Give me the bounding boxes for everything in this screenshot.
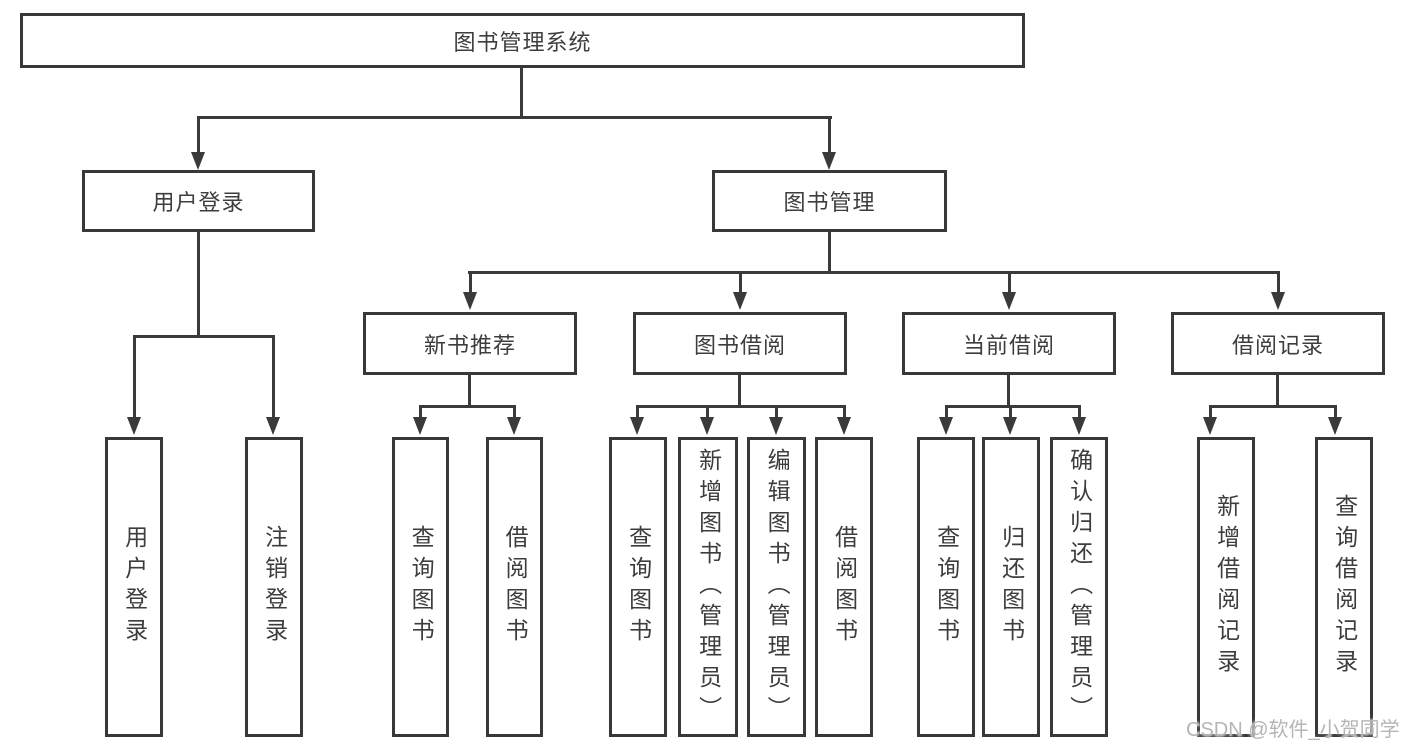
connector-bookmgmt-hline (468, 271, 1280, 274)
node-user-login-label: 用户登录 (152, 190, 245, 215)
node-new-book-rec: 新书推荐 (363, 312, 577, 375)
node-leaf-query-book-2: 查询图书 (609, 437, 667, 737)
node-book-mgmt-label: 图书管理 (783, 190, 876, 215)
connector-bookborrow-vline (738, 373, 741, 407)
node-leaf-confirm-return: 确认归还（管理员） (1050, 437, 1108, 737)
connector-leaf-borrow2-stub (843, 405, 846, 417)
connector-leaf-query1-stub (419, 405, 422, 417)
connector-borrowrecords-stub (1277, 271, 1280, 292)
connector-leaf-editbook-stub (775, 405, 778, 417)
arrow-to-leaf-query-record (1328, 417, 1342, 435)
node-leaf-borrow-book-2: 借阅图书 (815, 437, 873, 737)
node-new-book-rec-label: 新书推荐 (423, 332, 516, 358)
node-leaf-add-record: 新增借阅记录 (1197, 437, 1255, 737)
arrow-to-new-book-rec (463, 292, 477, 310)
connector-bookborrow-hline (636, 405, 845, 408)
node-current-borrow: 当前借阅 (902, 312, 1116, 375)
arrow-to-leaf-add-record (1203, 417, 1217, 435)
node-leaf-user-login: 用户登录 (105, 437, 163, 737)
connector-leaf-confirm-stub (1078, 405, 1081, 417)
node-leaf-borrow-book-2-label: 借阅图书 (831, 525, 858, 649)
node-leaf-add-record-label: 新增借阅记录 (1213, 494, 1240, 680)
connector-userlogin-hline (133, 335, 275, 338)
node-leaf-query-book-3-label: 查询图书 (933, 525, 960, 649)
connector-leaf-query2-stub (636, 405, 639, 417)
node-leaf-logout: 注销登录 (245, 437, 303, 737)
connector-leaf-queryrecord-stub (1334, 405, 1337, 417)
node-book-borrow: 图书借阅 (633, 312, 847, 375)
arrow-to-borrow-records (1271, 292, 1285, 310)
node-leaf-edit-book: 编辑图书（管理员） (747, 437, 806, 737)
connector-userlogin-stub (197, 116, 200, 152)
node-leaf-query-book-1: 查询图书 (392, 437, 449, 737)
connector-leaf-logout-stub (272, 335, 275, 417)
node-user-login: 用户登录 (82, 170, 315, 232)
arrow-to-leaf-borrow-book-1 (507, 417, 521, 435)
connector-currentborrow-vline (1007, 373, 1010, 407)
node-root-label: 图书管理系统 (453, 29, 592, 55)
node-leaf-confirm-return-label: 确认归还（管理员） (1066, 447, 1093, 727)
connector-newbookrec-vline (468, 373, 471, 407)
node-leaf-return-book-label: 归还图书 (998, 525, 1025, 649)
node-leaf-user-login-label: 用户登录 (121, 525, 148, 649)
connector-userlogin-vline (197, 230, 200, 337)
node-leaf-borrow-book-1-label: 借阅图书 (502, 525, 529, 649)
connector-leaf-addrecord-stub (1209, 405, 1212, 417)
arrow-to-leaf-logout (266, 417, 280, 435)
connector-leaf-addbook-stub (706, 405, 709, 417)
connector-bookborrow-stub (739, 271, 742, 292)
node-borrow-records: 借阅记录 (1171, 312, 1385, 375)
node-book-mgmt: 图书管理 (712, 170, 947, 232)
node-leaf-query-record-label: 查询借阅记录 (1331, 494, 1358, 680)
arrow-to-current-borrow (1002, 292, 1016, 310)
node-leaf-query-book-2-label: 查询图书 (625, 525, 652, 649)
connector-root-hline (197, 116, 832, 119)
node-leaf-add-book: 新增图书（管理员） (678, 437, 738, 737)
connector-newbookrec-hline (419, 405, 516, 408)
connector-currentborrow-hline (945, 405, 1081, 408)
csdn-watermark: CSDN @软件_小贺同学 (1186, 719, 1400, 741)
arrow-to-leaf-edit-book (769, 417, 783, 435)
node-current-borrow-label: 当前借阅 (962, 332, 1055, 358)
arrow-to-leaf-add-book (700, 417, 714, 435)
connector-borrowrecords-hline (1209, 405, 1337, 408)
node-leaf-edit-book-label: 编辑图书（管理员） (764, 447, 791, 727)
node-borrow-records-label: 借阅记录 (1231, 332, 1324, 358)
node-leaf-borrow-book-1: 借阅图书 (486, 437, 543, 737)
arrow-to-book-mgmt (822, 152, 836, 170)
arrow-to-leaf-borrow-book-2 (837, 417, 851, 435)
connector-bookmgmt-vline (828, 230, 831, 273)
connector-root-vline (520, 66, 523, 118)
node-leaf-query-record: 查询借阅记录 (1315, 437, 1373, 737)
arrow-to-leaf-query-book-2 (630, 417, 644, 435)
arrow-to-leaf-query-book-1 (413, 417, 427, 435)
node-leaf-query-book-3: 查询图书 (917, 437, 975, 737)
connector-leaf-borrow1-stub (513, 405, 516, 417)
node-leaf-add-book-label: 新增图书（管理员） (695, 447, 722, 727)
node-root: 图书管理系统 (20, 13, 1025, 68)
connector-leaf-query3-stub (945, 405, 948, 417)
connector-newbookrec-stub (469, 271, 472, 292)
connector-leaf-userlogin-stub (133, 335, 136, 417)
arrow-to-leaf-user-login (127, 417, 141, 435)
arrow-to-leaf-query-book-3 (939, 417, 953, 435)
connector-borrowrecords-vline (1276, 373, 1279, 407)
connector-bookmgmt-stub (828, 116, 831, 152)
node-leaf-return-book: 归还图书 (982, 437, 1040, 737)
arrow-to-leaf-return-book (1003, 417, 1017, 435)
arrow-to-user-login (191, 152, 205, 170)
node-leaf-query-book-1-label: 查询图书 (408, 525, 435, 649)
node-book-borrow-label: 图书借阅 (693, 332, 786, 358)
connector-currentborrow-stub (1008, 271, 1011, 292)
connector-leaf-return-stub (1009, 405, 1012, 417)
node-leaf-logout-label: 注销登录 (261, 525, 288, 649)
arrow-to-book-borrow (733, 292, 747, 310)
arrow-to-leaf-confirm-return (1072, 417, 1086, 435)
